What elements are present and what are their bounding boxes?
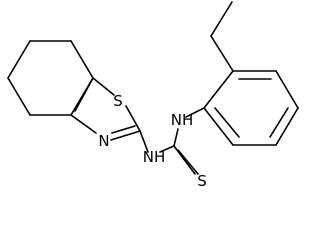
bond	[210, 35, 234, 72]
bond	[173, 128, 179, 147]
thiourea-linkage	[139, 107, 205, 175]
bond	[214, 107, 240, 138]
bond	[269, 107, 289, 138]
bond	[7, 40, 31, 79]
bond	[70, 114, 97, 134]
bond	[110, 130, 141, 141]
atom-s-thione: S	[197, 172, 207, 190]
benzene-ring	[203, 70, 299, 146]
atom-s-ring: S	[113, 92, 123, 110]
bond	[70, 40, 94, 79]
atom-labels: S N NH NH S	[98, 92, 206, 190]
bond	[125, 105, 141, 132]
bond	[210, 1, 233, 37]
bond	[74, 77, 94, 112]
cyclohexane-ring	[7, 40, 94, 116]
bond	[92, 77, 115, 96]
ethyl-group	[210, 1, 234, 72]
atom-n-ring: N	[98, 132, 109, 150]
bond	[203, 70, 234, 109]
chemical-structure: S N NH NH S	[7, 1, 299, 190]
bond	[275, 70, 299, 109]
bond	[173, 145, 196, 175]
bond	[139, 130, 149, 153]
bond	[7, 77, 31, 116]
bond	[275, 107, 299, 146]
atom-nh-upper: NH	[171, 111, 194, 129]
bond	[111, 125, 136, 134]
bond	[185, 107, 205, 118]
bond	[159, 145, 175, 153]
atom-nh-lower: NH	[143, 148, 166, 166]
bond	[203, 107, 234, 146]
bond	[177, 149, 199, 175]
thiazole-ring	[70, 77, 141, 141]
